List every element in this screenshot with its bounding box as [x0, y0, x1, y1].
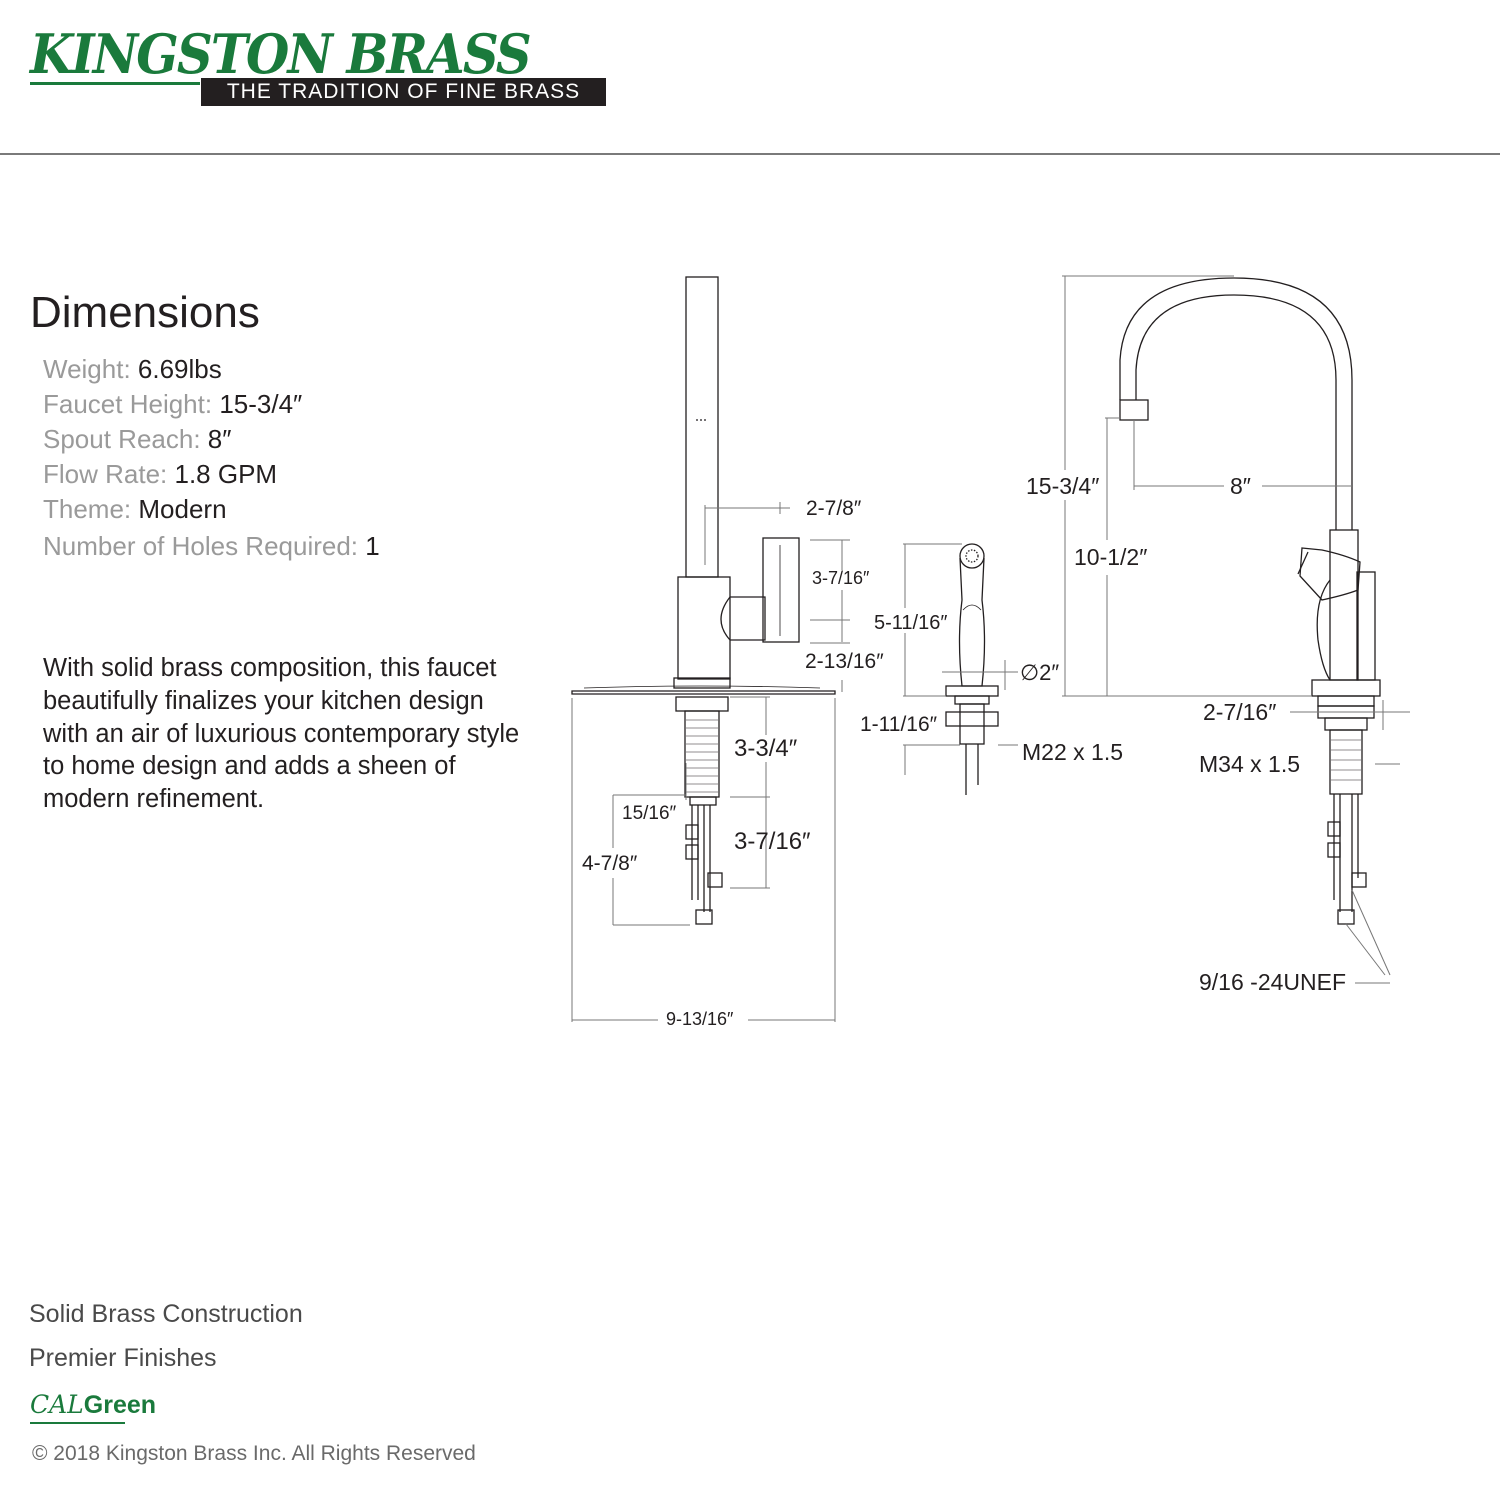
label-side-thread: M34 x 1.5: [1199, 751, 1300, 777]
feature-premier-finishes: Premier Finishes: [29, 1344, 217, 1372]
spec-value: 6.69lbs: [137, 354, 222, 384]
label-front-hose-length: 3-7/16″: [734, 828, 811, 855]
spec-spout-reach: Spout Reach: 8″: [43, 424, 231, 455]
label-front-handle-height: 3-7/16″: [812, 568, 870, 588]
header-divider: [0, 153, 1500, 155]
spec-value: 1: [365, 531, 380, 561]
spec-weight: Weight: 6.69lbs: [43, 354, 222, 385]
spec-holes-required: Number of Holes Required: 1: [43, 531, 380, 562]
side-sprayer: [945, 543, 999, 795]
spec-value: 15-3/4″: [219, 389, 303, 419]
brand-underline: [30, 82, 200, 85]
spec-key: Theme:: [43, 494, 139, 524]
label-side-base: 2-7/16″: [1203, 699, 1276, 725]
label-front-below-deck: 4-7/8″: [582, 852, 638, 875]
calgreen-logo: CALGreen: [30, 1390, 156, 1420]
front-view-faucet: [571, 276, 836, 925]
spec-theme: Theme: Modern: [43, 494, 227, 525]
spec-value: 1.8 GPM: [174, 459, 278, 489]
brand-logo: KINGSTON BRASS THE TRADITION OF FINE BRA…: [30, 22, 606, 117]
feature-solid-brass: Solid Brass Construction: [29, 1300, 303, 1328]
label-side-spout-clearance: 10-1/2″: [1074, 544, 1147, 570]
label-front-base-to-handle: 2-13/16″: [805, 650, 884, 673]
label-sprayer-height: 5-11/16″: [874, 612, 947, 634]
label-sprayer-thread: M22 x 1.5: [1022, 739, 1123, 765]
calgreen-underline: [30, 1422, 125, 1424]
product-description: With solid brass composition, this fauce…: [43, 654, 520, 814]
spec-key: Number of Holes Required:: [43, 531, 366, 561]
copyright-notice: © 2018 Kingston Brass Inc. All Rights Re…: [32, 1442, 476, 1465]
label-sprayer-base: 1-11/16″: [860, 713, 938, 736]
spec-value: 8″: [207, 424, 232, 454]
label-front-plate-width: 9-13/16″: [666, 1009, 734, 1029]
label-front-shank: 3-3/4″: [734, 735, 798, 762]
calgreen-cal: CAL: [30, 1390, 84, 1419]
label-side-reach: 8″: [1230, 473, 1251, 499]
label-sprayer-diameter: ∅2″: [1020, 660, 1059, 685]
spec-key: Weight:: [43, 354, 138, 384]
spec-faucet-height: Faucet Height: 15-3/4″: [43, 389, 302, 420]
side-view-faucet: [1119, 277, 1381, 925]
label-front-handle-width: 2-7/8″: [806, 497, 862, 520]
calgreen-green: Green: [83, 1391, 157, 1419]
spec-key: Spout Reach:: [43, 424, 208, 454]
label-front-hose-offset: 15/16″: [622, 803, 677, 824]
label-side-supply-thread: 9/16 -24UNEF: [1199, 969, 1346, 995]
brand-tagline: THE TRADITION OF FINE BRASS: [201, 78, 606, 106]
spec-flow-rate: Flow Rate: 1.8 GPM: [43, 459, 277, 490]
spec-key: Faucet Height:: [43, 389, 220, 419]
spec-value: Modern: [138, 494, 227, 524]
spec-key: Flow Rate:: [43, 459, 175, 489]
brand-name: KINGSTON BRASS: [30, 22, 532, 86]
label-side-height: 15-3/4″: [1026, 473, 1099, 499]
dimensions-title: Dimensions: [30, 288, 260, 337]
